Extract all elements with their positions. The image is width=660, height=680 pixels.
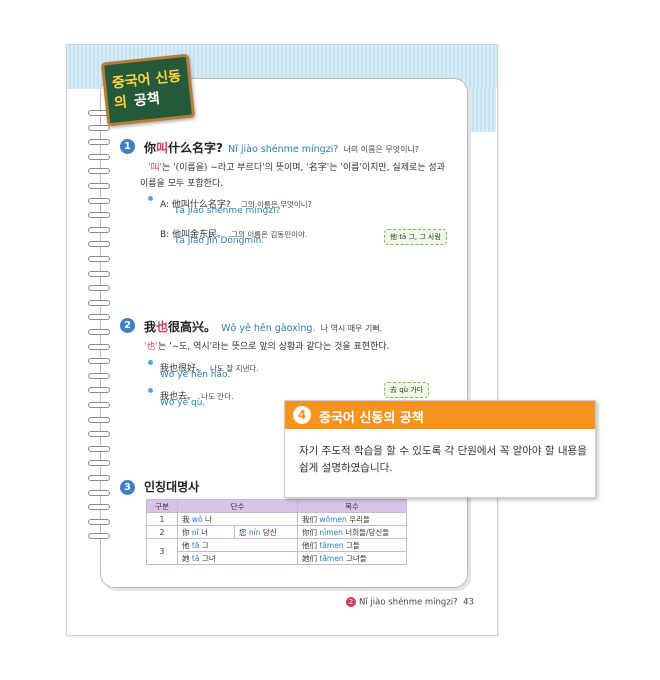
bullet [148, 388, 153, 393]
table-row: 2 你 nǐ 너 您 nín 당신 你们 nǐmen 너희들/당신들 [146, 525, 407, 539]
spiral-ring [88, 372, 110, 379]
spiral-ring [88, 475, 110, 481]
spiral-ring [88, 226, 110, 233]
table-header: 복수 [297, 499, 407, 513]
callout-title-bar: 4 중국어 신동의 공책 [285, 401, 595, 429]
spiral-ring [88, 358, 110, 365]
spiral-ring [88, 431, 110, 438]
section1-example-b-pinyin: Tā jiào Jīn Dōngmín. [174, 236, 265, 246]
spiral-ring [88, 285, 110, 292]
section1-heading-pinyin: Nǐ jiào shénme míngzi? [228, 144, 339, 155]
bullet [148, 196, 153, 201]
spiral-ring [88, 124, 110, 131]
callout-title: 중국어 신동의 공책 [319, 411, 424, 426]
table-row: 3 他 tā 그 他们 tāmen 그들 [146, 538, 407, 565]
section2-heading-ko: 나 역시 매우 기뻐. [320, 324, 383, 333]
section1-heading: 你叫什么名字? Nǐ jiào shénme míngzi? 너의 이름은 무엇… [144, 141, 420, 155]
section1-explain-line1: '叫'는 '(이름을) ~라고 부르다'의 뜻이며, '名字'는 '이름'이지만… [148, 163, 445, 173]
spiral-ring [88, 460, 110, 467]
spiral-ring [88, 168, 110, 175]
section2-example1: 我也很好。 나도 잘 지낸다. [160, 364, 259, 374]
spiral-ring [88, 153, 110, 160]
spiral-ring [88, 270, 110, 277]
section2-example2: 我也去。 나도 간다. [160, 392, 234, 402]
section2-heading: 我也很高兴。 Wǒ yě hěn gāoxìng. 나 역시 매우 기뻐. [144, 320, 383, 334]
spiral-ring [88, 445, 110, 452]
lesson-number-badge: 2 [346, 597, 356, 607]
spiral-ring [88, 183, 110, 189]
spiral-ring [88, 241, 110, 248]
spiral-ring [88, 299, 110, 306]
lesson-title: Nǐ jiào shénme míngzi? [359, 597, 458, 608]
section1-number: 1 [120, 139, 135, 154]
spiral-ring [88, 197, 110, 204]
spiral-ring [88, 139, 110, 146]
section2-example2-pinyin: Wǒ yě qù. [160, 398, 206, 408]
section1-explain-line2: 이름을 모두 포함한다. [140, 179, 224, 189]
spiral-ring [88, 314, 110, 321]
feature-callout: 4 중국어 신동의 공책 자기 주도적 학습을 할 수 있도록 각 단원에서 꼭… [284, 400, 596, 498]
title-badge: 중국어 신동의 공책 [100, 53, 196, 127]
table-header: 구분 [146, 499, 178, 513]
callout-description: 자기 주도적 학습을 할 수 있도록 각 단원에서 꼭 알아야 할 내용을 쉽게… [299, 445, 587, 474]
callout-number: 4 [293, 406, 311, 424]
section3-heading: 인칭대명사 [144, 480, 200, 494]
badge-line2: 공책 [133, 90, 161, 110]
spiral-binding [88, 110, 112, 550]
table-row: 1 我 wǒ 나 我们 wǒmen 우리들 [146, 512, 407, 526]
section3-number: 3 [120, 480, 135, 495]
table-header: 단수 [177, 499, 298, 513]
table-row: 她 tā 그녀 她们 tāmen 그녀들 [147, 551, 407, 565]
spiral-ring [88, 518, 110, 525]
spiral-ring [88, 504, 110, 511]
section1-heading-ko: 너의 이름은 무엇이니? [343, 145, 420, 154]
section1-example-a: A: 他叫什么名字? 그의 이름은 무엇이니? [160, 200, 312, 210]
section1-example-a-pinyin: Tā jiào shénme míngzi? [174, 206, 281, 216]
spiral-ring [88, 256, 110, 262]
pronoun-table: 구분 단수 복수 1 我 wǒ 나 我们 wǒmen 우리들 2 你 nǐ 너 … [146, 499, 407, 565]
spiral-ring [88, 387, 110, 394]
spiral-ring [88, 533, 110, 540]
section2-explain: '也'는 '~도, 역시'라는 뜻으로 앞의 상황과 같다는 것을 표현한다. [144, 342, 390, 352]
bullet [148, 360, 153, 365]
spiral-ring [88, 329, 110, 335]
section2-heading-pinyin: Wǒ yě hěn gāoxìng. [221, 323, 316, 334]
spiral-ring [88, 343, 110, 350]
page-number: 43 [463, 597, 474, 608]
spiral-ring [88, 212, 110, 219]
spiral-ring [88, 416, 110, 423]
section2-vocab-tip: 去 qù 가다 [384, 382, 430, 398]
section1-example-b: B: 他叫金东民。 그의 이름은 김동민이야. [160, 230, 308, 240]
spiral-ring [88, 489, 110, 496]
section2-number: 2 [120, 318, 135, 333]
section2-example1-pinyin: Wǒ yě hěn hǎo. [160, 370, 231, 380]
section1-vocab-tip: 他 tā 그, 그 사람 [384, 229, 447, 245]
spiral-ring [88, 402, 110, 408]
